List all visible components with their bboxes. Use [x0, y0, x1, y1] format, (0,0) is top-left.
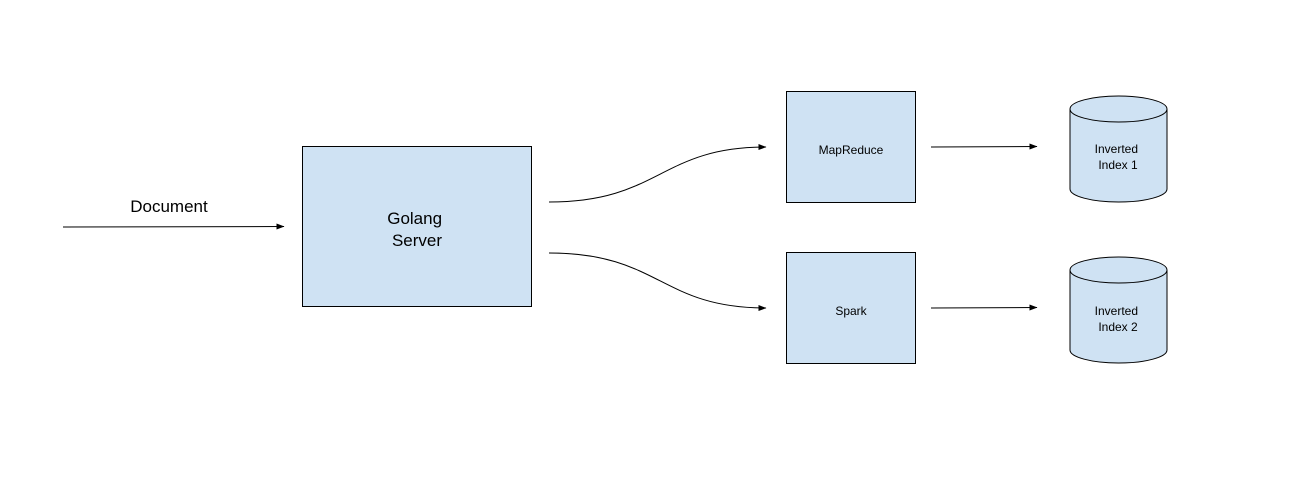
mapreduce-node: MapReduce [786, 91, 916, 203]
inverted-index-2-cylinder-body [1069, 270, 1168, 364]
mapreduce-to-index1-edge [930, 143, 1038, 150]
inverted-index-1-label: Inverted Index 1 [1095, 142, 1142, 172]
golang-server-node: Golang Server [302, 146, 532, 307]
inverted-index-2-label: Inverted Index 2 [1095, 304, 1142, 334]
golang-server-label-line-1: Golang [387, 209, 442, 228]
spark-label: Spark [835, 304, 867, 318]
inverted-index-1-cylinder-body [1069, 109, 1168, 203]
server-to-spark-edge [548, 252, 767, 311]
golang-server-label-line-2: Server [392, 231, 442, 250]
inverted-index-1-cylinder-top [1069, 95, 1168, 123]
inverted-index-1-label-line-1: Inverted [1095, 142, 1138, 156]
spark-to-index2-edge [930, 304, 1038, 311]
document-arrow [62, 223, 285, 230]
inverted-index-2-node: Inverted Index 2 [1069, 256, 1168, 364]
inverted-index-2-cylinder-top [1069, 256, 1168, 284]
golang-server-box [302, 146, 532, 307]
spark-node: Spark [786, 252, 916, 364]
inverted-index-2-label-line-2: Index 2 [1098, 320, 1138, 334]
inverted-index-1-node: Inverted Index 1 [1069, 95, 1168, 203]
spark-box [786, 252, 916, 364]
inverted-index-2-label-line-1: Inverted [1095, 304, 1138, 318]
document-input-edge: Document [62, 197, 285, 230]
document-edge-label: Document [130, 197, 208, 216]
server-to-mapreduce-edge [548, 144, 767, 203]
inverted-index-1-label-line-2: Index 1 [1098, 158, 1138, 172]
mapreduce-box [786, 91, 916, 203]
mapreduce-label: MapReduce [819, 143, 884, 157]
golang-server-label: Golang Server [387, 209, 447, 250]
